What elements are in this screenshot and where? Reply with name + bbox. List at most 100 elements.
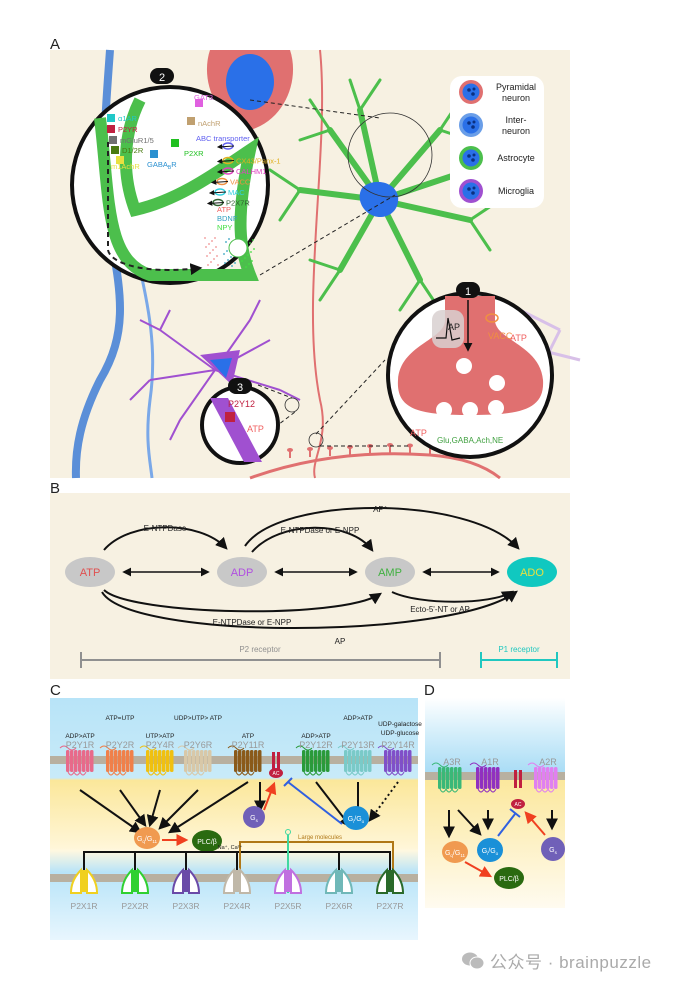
- node-ellipse: [507, 557, 557, 587]
- node-ellipse: [65, 557, 115, 587]
- channel-subunit: [392, 867, 405, 894]
- molecule-dot: [209, 252, 211, 254]
- channel-subunit: [137, 867, 150, 894]
- channel-label: CX43/Panx-1: [236, 157, 281, 166]
- node-label: ATP: [80, 567, 101, 579]
- molecule-dot: [245, 266, 247, 268]
- molecule-dot: [210, 261, 212, 263]
- node-label: ADO: [520, 567, 544, 579]
- plc-beta: PLC/β: [192, 830, 222, 852]
- receptor-name: P2Y6R: [184, 740, 213, 750]
- channel-label: ABC transporter: [196, 134, 250, 143]
- microglia-process: [210, 398, 262, 462]
- released-molecule-label: NPY: [217, 223, 232, 232]
- inset-3-number: 3: [237, 382, 243, 394]
- receptor-label: P2XR: [184, 149, 204, 158]
- helix: [360, 750, 364, 772]
- microglia-nucleus: [210, 358, 232, 378]
- channel-subunit: [324, 867, 337, 894]
- helix: [314, 750, 318, 772]
- channel-core: [184, 870, 188, 892]
- atp-label: ATP: [247, 424, 264, 434]
- receptor-name: P2X7R: [377, 901, 404, 911]
- helix: [234, 750, 238, 772]
- receptor-name: P2X5R: [275, 901, 302, 911]
- helix: [322, 750, 326, 772]
- helix: [476, 767, 480, 789]
- molecule-dot: [223, 253, 225, 255]
- helix: [90, 750, 94, 772]
- receptor-name: P2Y4R: [146, 740, 175, 750]
- efflux-arrow: [206, 200, 225, 206]
- p2y12-receptor-icon: [225, 412, 235, 422]
- helix: [130, 750, 134, 772]
- inhibition-bar: [283, 777, 293, 787]
- node-amp: AMP: [365, 557, 415, 587]
- astrocyte-icon: [459, 146, 483, 170]
- agonist-label: ATP=UTP: [106, 715, 135, 722]
- receptor-name: P2Y12R: [299, 740, 333, 750]
- legend-label: Pyramidal: [496, 82, 536, 92]
- agonist-label: UDP-galactose: [378, 721, 422, 728]
- efflux-arrow: [216, 144, 235, 150]
- receptor-name: P2X1R: [71, 901, 98, 911]
- receptor-p2x2r: P2X2R: [120, 867, 150, 911]
- channel-label: P2X7R: [226, 199, 250, 208]
- receptor-name: A2R: [539, 757, 557, 767]
- enzyme-label: E-NTPDase or E-NPP: [213, 618, 292, 627]
- helix: [74, 750, 78, 772]
- activation-arrow: [457, 809, 482, 836]
- helix: [442, 767, 446, 789]
- receptor-icon: [150, 150, 158, 158]
- helix: [368, 750, 372, 772]
- panel-d-background: [425, 698, 565, 908]
- reaction-arrow-atp-adp: [103, 526, 228, 551]
- molecule-dot: [212, 249, 214, 251]
- channel-core: [82, 870, 86, 892]
- helix: [208, 750, 212, 772]
- receptor-name: A1R: [481, 757, 499, 767]
- receptor-icon: [187, 117, 195, 125]
- stimulation-arrow: [464, 861, 493, 878]
- node-adp: ADP: [217, 557, 267, 587]
- plc-beta: PLC/β: [494, 867, 524, 889]
- helix: [196, 750, 200, 772]
- receptor-icon: [171, 139, 179, 147]
- helix: [496, 767, 500, 789]
- helix: [162, 750, 166, 772]
- legend-item: Inter-neuron: [459, 113, 530, 137]
- channel-subunit: [341, 867, 354, 894]
- molecule-dot: [231, 265, 233, 267]
- receptor-p2x6r: P2X6R: [324, 867, 354, 911]
- vesicle: [488, 400, 504, 416]
- receptor-p2x5r: P2X5R: [273, 867, 303, 911]
- activation-arrow: [158, 789, 199, 830]
- receptor-label: nAchR: [198, 119, 221, 128]
- channel-label: CALHM1: [236, 167, 266, 176]
- inset-3-badge: [228, 378, 252, 394]
- enzyme-label: E-NTPDase: [144, 524, 187, 533]
- channel-subunit: [69, 867, 82, 894]
- signal-path-arrow: [107, 142, 203, 276]
- helix: [450, 767, 454, 789]
- helix: [310, 750, 314, 772]
- gs-protein: Gs: [541, 837, 565, 861]
- activation-arrow: [119, 789, 147, 827]
- helix: [384, 750, 388, 772]
- helix: [110, 750, 114, 772]
- efflux-arrow: [216, 158, 235, 164]
- reaction-arrow-amp-ado: [391, 590, 515, 603]
- spine-head: [327, 446, 333, 450]
- node-ellipse: [217, 557, 267, 587]
- enzyme-label: E-NTPDase or E-NPP: [281, 526, 360, 535]
- helix: [126, 750, 130, 772]
- channel-subunit: [120, 867, 133, 894]
- ac-ellipse: [269, 768, 283, 778]
